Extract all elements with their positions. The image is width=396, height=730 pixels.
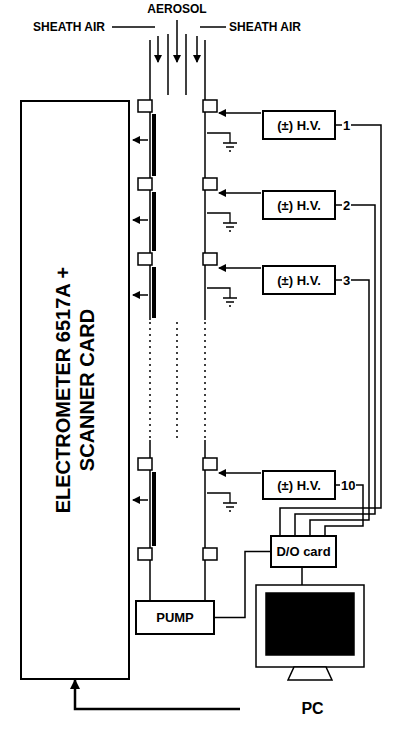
node-text: (±) H.V. [277,118,321,133]
ground-symbol [207,288,237,306]
leader-line [112,26,155,28]
hv-feed-arrow [219,192,261,194]
electrode-flange [203,253,217,265]
stage-number: 3 [342,273,351,288]
hv-feed-arrow [219,472,261,474]
stage-number: 10 [340,478,356,493]
signal-arrow [133,294,148,296]
electrode-flange [203,100,217,112]
inlet-label: SHEATH AIR [32,20,106,34]
signal-arrow [133,139,148,141]
electrode-flange [138,458,152,470]
sheath-inlet-arrow [196,36,198,62]
hv-supply-box: (±) H.V. [262,265,336,295]
column-continuation [176,322,178,438]
node-text: (±) H.V. [277,198,321,213]
leader-line [200,26,226,28]
pump-box: PUMP [135,600,215,635]
column-continuation [149,322,151,438]
collector-electrode [152,192,156,251]
connector-line [75,680,240,709]
stage-number: 2 [342,198,351,213]
collector-electrode [152,267,156,318]
node-text: ELECTROMETER 6517A + SCANNER CARD [51,265,99,515]
hv-feed-arrow [219,267,261,269]
hv-supply-box: (±) H.V. [262,190,336,220]
column-continuation [204,322,206,438]
electrode-flange [203,548,217,560]
ground-symbol [207,213,237,231]
hv-supply-box: (±) H.V. [262,470,336,500]
electrode-flange [138,178,152,190]
inlet-label: AEROSOL [146,2,207,16]
electrode-flange [138,100,152,112]
hv-supply-box: (±) H.V. [262,110,336,140]
do-card-box: D/O card [270,535,337,568]
electrode-flange [203,178,217,190]
node-text: (±) H.V. [277,478,321,493]
node-text: (±) H.V. [277,273,321,288]
node-text: PC [301,700,323,718]
signal-arrow [133,219,148,221]
electrode-flange [138,548,152,560]
connector-line [215,552,270,618]
electrode-flange [203,458,217,470]
sheath-inlet-arrow [157,36,159,62]
electrometer-box: ELECTROMETER 6517A + SCANNER CARD [20,100,130,680]
aerosol-tube [185,34,187,95]
electrode-flange [138,253,152,265]
aerosol-inlet-arrow [176,20,178,62]
pc-box: PC [240,692,385,726]
hv-feed-arrow [219,112,261,114]
node-text: D/O card [276,544,330,559]
stage-number: 1 [342,118,351,133]
node-text: PUMP [156,610,194,625]
ground-symbol [207,133,237,151]
collector-electrode [152,472,156,546]
ground-symbol [207,493,237,511]
aerosol-tube [167,34,169,95]
monitor-icon [256,568,364,680]
collector-electrode [152,114,156,176]
signal-arrow [133,499,148,501]
inlet-label: SHEATH AIR [228,20,302,34]
